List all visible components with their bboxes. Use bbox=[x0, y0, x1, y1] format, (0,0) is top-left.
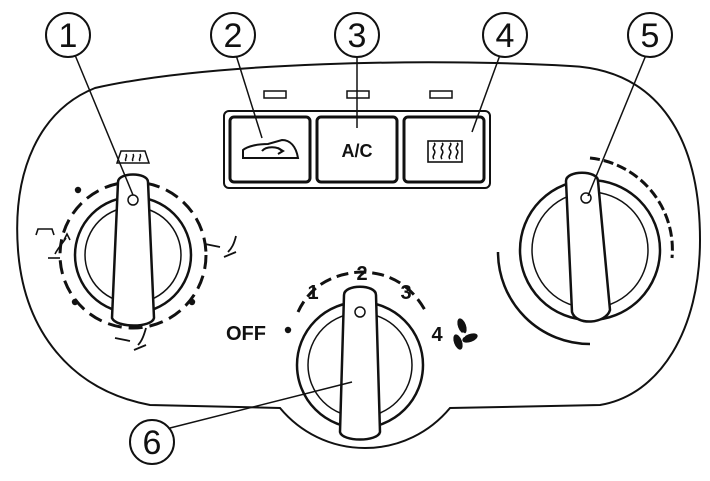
dial-dot bbox=[74, 186, 82, 194]
svg-text:4: 4 bbox=[496, 17, 515, 55]
callout-3: 3 bbox=[334, 12, 380, 58]
callout-2: 2 bbox=[210, 12, 256, 58]
callout-4: 4 bbox=[482, 12, 528, 58]
rear-window-defrost-icon bbox=[427, 140, 463, 163]
fan-speed-knob-group: OFF 1 2 3 4 bbox=[226, 263, 478, 441]
ac-button[interactable]: A/C bbox=[315, 115, 399, 184]
air-distribution-knob-handle[interactable] bbox=[110, 173, 156, 327]
fan-speed-scale-arc bbox=[296, 270, 428, 313]
callout-1: 1 bbox=[45, 12, 91, 58]
fan-icon bbox=[453, 318, 478, 350]
dial-dot bbox=[188, 298, 196, 306]
temperature-knob-handle[interactable] bbox=[564, 171, 612, 323]
svg-text:1: 1 bbox=[59, 17, 78, 55]
fan-level-4-label: 4 bbox=[431, 324, 443, 346]
fan-off-dot bbox=[284, 326, 292, 334]
callout-6: 6 bbox=[129, 419, 175, 465]
callout-5: 5 bbox=[627, 12, 673, 58]
knob-pointer-dot bbox=[580, 192, 592, 204]
control-panel-outline bbox=[16, 61, 702, 450]
fan-off-label: OFF bbox=[226, 323, 266, 345]
fan-level-3-label: 3 bbox=[400, 282, 411, 304]
temperature-scale-arc-hot bbox=[589, 156, 674, 259]
rear-defrost-button[interactable] bbox=[402, 115, 486, 184]
windshield-defrost-icon bbox=[115, 150, 151, 164]
fan-speed-knob-handle[interactable] bbox=[338, 285, 382, 441]
ac-indicator-led bbox=[346, 90, 370, 99]
temperature-scale-arc bbox=[496, 251, 591, 346]
temperature-knob-group bbox=[496, 156, 674, 346]
face-vent-icon bbox=[204, 235, 237, 258]
callout-leaders bbox=[74, 54, 647, 429]
svg-text:2: 2 bbox=[224, 17, 243, 55]
dial-dot bbox=[71, 298, 79, 306]
fan-level-1-label: 1 bbox=[307, 282, 318, 304]
air-distribution-knob-group bbox=[35, 150, 237, 351]
svg-text:3: 3 bbox=[348, 17, 367, 55]
feet-vent-icon bbox=[114, 327, 147, 351]
ac-button-label: A/C bbox=[342, 141, 373, 161]
recirculation-button[interactable] bbox=[228, 115, 312, 184]
fan-level-2-label: 2 bbox=[356, 263, 367, 285]
knob-pointer-dot bbox=[354, 306, 366, 318]
recirculation-indicator-led bbox=[263, 90, 287, 99]
air-recirculation-icon bbox=[242, 138, 300, 159]
svg-text:5: 5 bbox=[641, 17, 660, 55]
defrost-indicator-led bbox=[429, 90, 453, 99]
defrost-and-feet-icon bbox=[35, 228, 71, 259]
svg-text:6: 6 bbox=[143, 424, 162, 462]
